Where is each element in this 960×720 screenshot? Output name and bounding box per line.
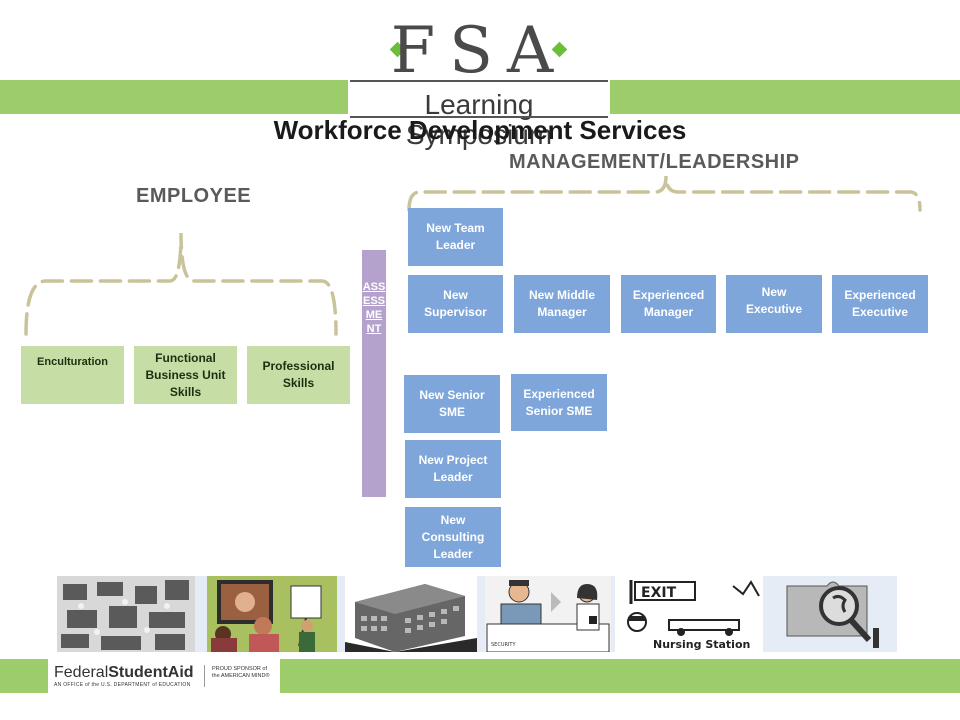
student-aid-word: StudentAid (108, 664, 194, 681)
logo-separator (204, 665, 205, 687)
employee-bracket (24, 232, 338, 336)
logo-top-rule (350, 80, 608, 82)
new-consulting-leader-box: New Consulting Leader (405, 507, 501, 567)
group-brackets (24, 175, 922, 336)
management-heading: MANAGEMENT/LEADERSHIP (509, 151, 800, 173)
experienced-executive-box: Experienced Executive (832, 275, 928, 333)
proud-line-2: the AMERICAN MIND® (212, 673, 270, 679)
puzzle-magnifier-image (767, 576, 897, 652)
exit-sign: EXIT (641, 585, 677, 601)
federal-student-aid-logo: FederalStudentAid AN OFFICE of the U.S. … (48, 659, 280, 693)
photo-strip: SECURITY EXIT Nursing Station (57, 576, 897, 652)
logo-tagline: Learning Symposium (405, 89, 553, 150)
new-executive-box: New Executive (726, 275, 822, 333)
exit-nursing-station-image: EXIT Nursing Station (615, 576, 763, 652)
presentation-image (207, 576, 337, 652)
nursing-station-sign: Nursing Station (653, 638, 750, 651)
assessment-bar: ASSESSMENT (362, 250, 386, 497)
employee-heading: EMPLOYEE (136, 185, 252, 207)
enculturation-box: Enculturation (21, 346, 124, 404)
office-building-image (345, 576, 477, 652)
new-supervisor-box: New Supervisor (408, 275, 503, 333)
new-middle-manager-box: New Middle Manager (514, 275, 610, 333)
experienced-manager-box: Experienced Manager (621, 275, 716, 333)
fsa-logo: FSA Learning Symposium (348, 14, 610, 150)
management-bracket (407, 175, 922, 212)
office-line: AN OFFICE of the U.S. DEPARTMENT of EDUC… (54, 682, 191, 688)
assessment-label: ASSESSMENT (362, 281, 386, 335)
office-cubicles-image (57, 576, 195, 652)
functional-business-unit-skills-box: Functional Business Unit Skills (134, 346, 237, 404)
new-project-leader-box: New Project Leader (405, 440, 501, 498)
security-desk-image: SECURITY (485, 576, 611, 652)
federal-student-aid-wordmark: FederalStudentAid (54, 664, 194, 682)
security-sign: SECURITY (491, 642, 516, 648)
logo-bottom-rule (350, 116, 608, 118)
new-senior-sme-box: New Senior SME (404, 375, 500, 433)
page-title: Workforce Development Services (273, 115, 687, 145)
logo-wordmark: FSA (390, 14, 568, 88)
experienced-senior-sme-box: Experienced Senior SME (511, 374, 607, 431)
proud-sponsor-text: PROUD SPONSOR of the AMERICAN MIND® (212, 666, 270, 680)
federal-word: Federal (54, 664, 109, 681)
proud-line-1: PROUD SPONSOR of (212, 666, 268, 672)
new-team-leader-box: New Team Leader (408, 208, 503, 266)
professional-skills-box: Professional Skills (247, 346, 350, 404)
